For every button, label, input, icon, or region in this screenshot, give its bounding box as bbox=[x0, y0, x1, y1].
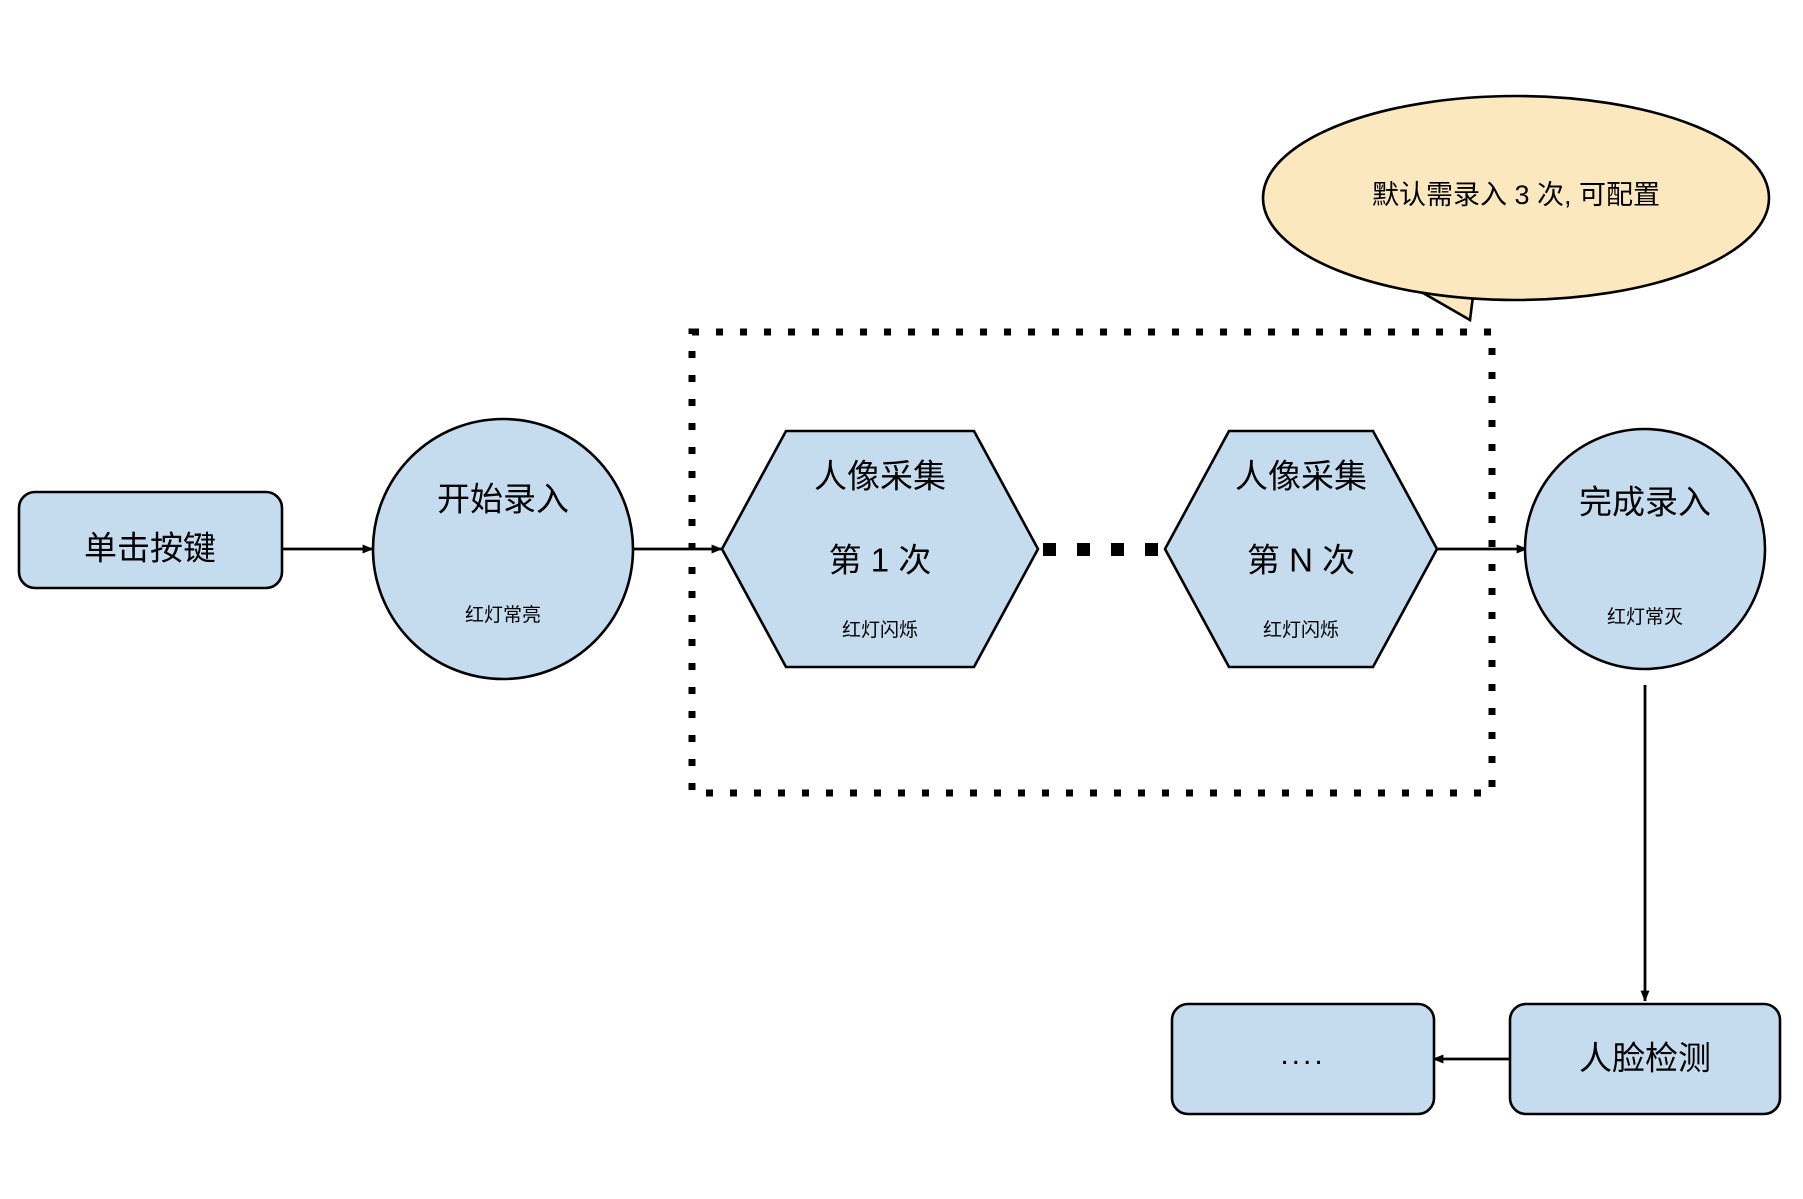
capture-first-sub-label: 红灯闪烁 bbox=[842, 619, 918, 641]
sequence-ellipsis-dots bbox=[1043, 543, 1158, 556]
repeat-group-box bbox=[688, 328, 1496, 797]
node-capture-first[interactable]: 人像采集 第 1 次 红灯闪烁 bbox=[720, 429, 1040, 669]
callout-bubble[interactable]: 默认需录入 3 次, 可配置 bbox=[1261, 94, 1771, 323]
capture-first-label-line1: 人像采集 bbox=[814, 458, 946, 495]
click-key-label: 单击按键 bbox=[84, 530, 216, 567]
capture-nth-label-line1: 人像采集 bbox=[1235, 458, 1367, 495]
node-more-steps[interactable]: .... bbox=[1170, 1002, 1436, 1116]
start-enroll-label: 开始录入 bbox=[437, 481, 569, 518]
capture-nth-sub-label: 红灯闪烁 bbox=[1263, 619, 1339, 641]
capture-nth-label-line2: 第 N 次 bbox=[1247, 542, 1355, 579]
callout-ellipse-shape bbox=[1261, 94, 1771, 302]
capture-nth-shape bbox=[1163, 429, 1439, 669]
face-detect-shape bbox=[1508, 1002, 1782, 1116]
finish-enroll-sub-label: 红灯常灭 bbox=[1607, 606, 1683, 628]
callout-text: 默认需录入 3 次, 可配置 bbox=[1372, 180, 1660, 210]
more-steps-shape bbox=[1170, 1002, 1436, 1116]
more-steps-label: .... bbox=[1280, 1038, 1325, 1071]
capture-first-label-line2: 第 1 次 bbox=[829, 542, 932, 579]
node-capture-nth[interactable]: 人像采集 第 N 次 红灯闪烁 bbox=[1163, 429, 1439, 669]
capture-first-shape bbox=[720, 429, 1040, 669]
start-enroll-shape bbox=[371, 417, 635, 681]
node-face-detect[interactable]: 人脸检测 bbox=[1508, 1002, 1782, 1116]
face-detect-label: 人脸检测 bbox=[1579, 1040, 1711, 1077]
node-start-enroll[interactable]: 开始录入 红灯常亮 bbox=[371, 417, 635, 681]
node-finish-enroll[interactable]: 完成录入 红灯常灭 bbox=[1523, 427, 1767, 671]
start-enroll-sub-label: 红灯常亮 bbox=[465, 604, 541, 626]
finish-enroll-shape bbox=[1523, 427, 1767, 671]
click-key-shape bbox=[17, 490, 284, 590]
finish-enroll-label: 完成录入 bbox=[1579, 484, 1711, 521]
node-click-key[interactable]: 单击按键 bbox=[17, 490, 284, 590]
